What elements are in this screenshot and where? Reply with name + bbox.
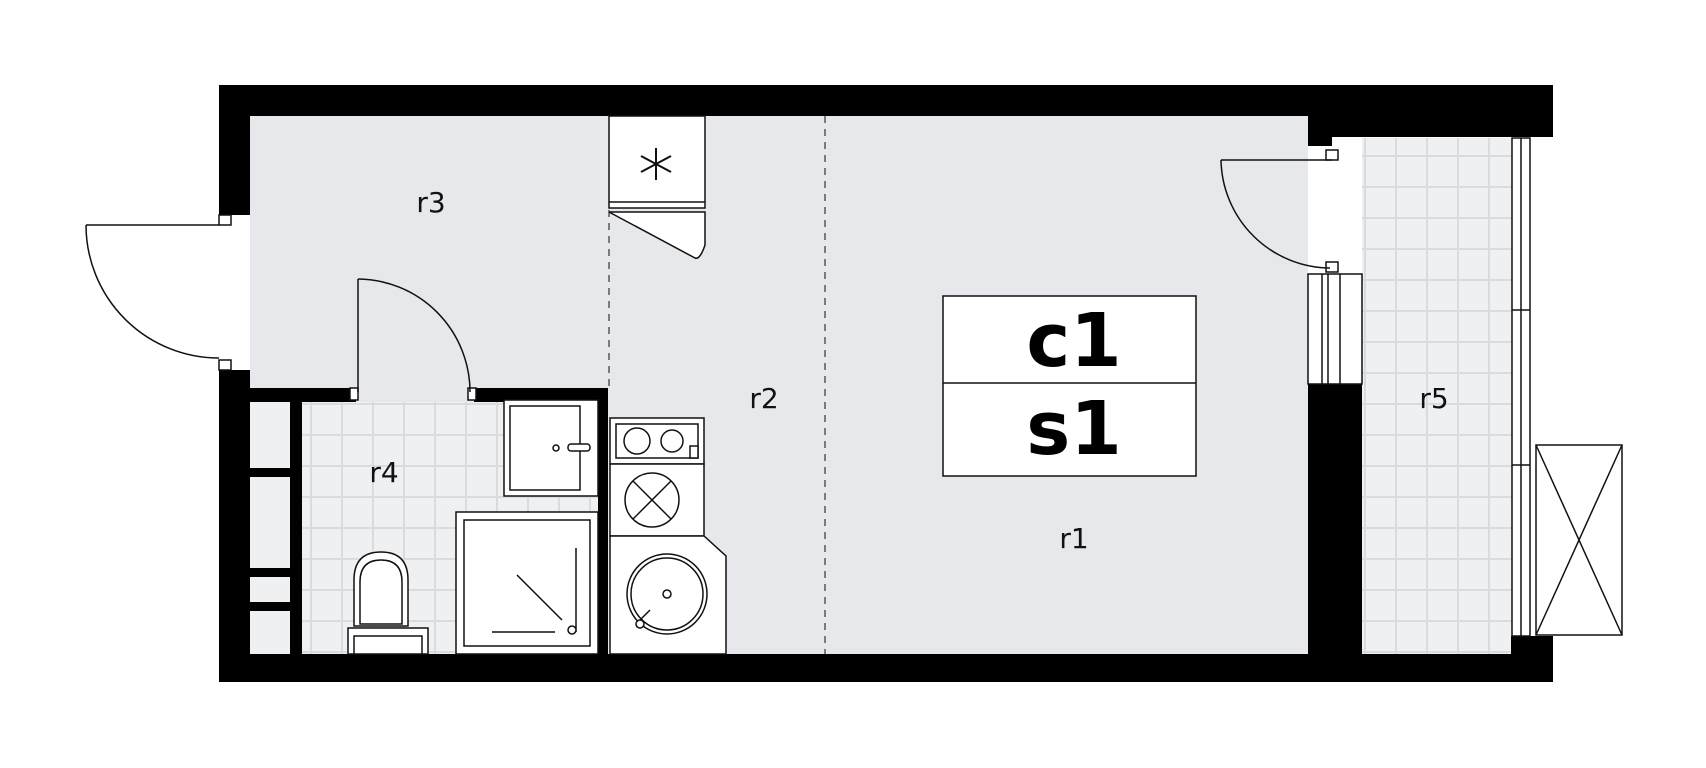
zone-dividers <box>608 116 826 654</box>
balcony-glazing <box>1511 137 1531 637</box>
room-label-r5: r5 <box>1419 382 1448 415</box>
air-conditioner-unit-icon <box>1535 444 1623 636</box>
code-box-top: c1 <box>1026 298 1121 384</box>
bathroom-door-opening <box>356 388 474 402</box>
floor-r4-storage <box>250 400 294 656</box>
room-label-r1: r1 <box>1059 522 1088 555</box>
code-box-bottom: s1 <box>1026 386 1122 472</box>
floor-r5 <box>1362 138 1512 656</box>
walls <box>219 85 1553 682</box>
room-label-r4: r4 <box>369 456 398 489</box>
balcony-window <box>1307 273 1363 385</box>
bathroom-door[interactable] <box>349 278 477 401</box>
toilet-icon <box>347 551 429 655</box>
shower-tray-icon <box>455 511 599 655</box>
room-label-r3: r3 <box>416 186 445 219</box>
apartment-code-box: c1 s1 <box>942 295 1197 477</box>
balcony-door[interactable] <box>1220 149 1339 273</box>
sink-icon <box>503 399 599 497</box>
cooktop-icon <box>609 417 705 465</box>
washing-machine-icon <box>609 535 727 655</box>
oven-icon <box>609 463 705 537</box>
floor-r3 <box>250 116 610 390</box>
entrance-door[interactable] <box>85 214 232 371</box>
room-label-r2: r2 <box>749 382 778 415</box>
ventilation-asterisk-icon <box>640 148 672 180</box>
